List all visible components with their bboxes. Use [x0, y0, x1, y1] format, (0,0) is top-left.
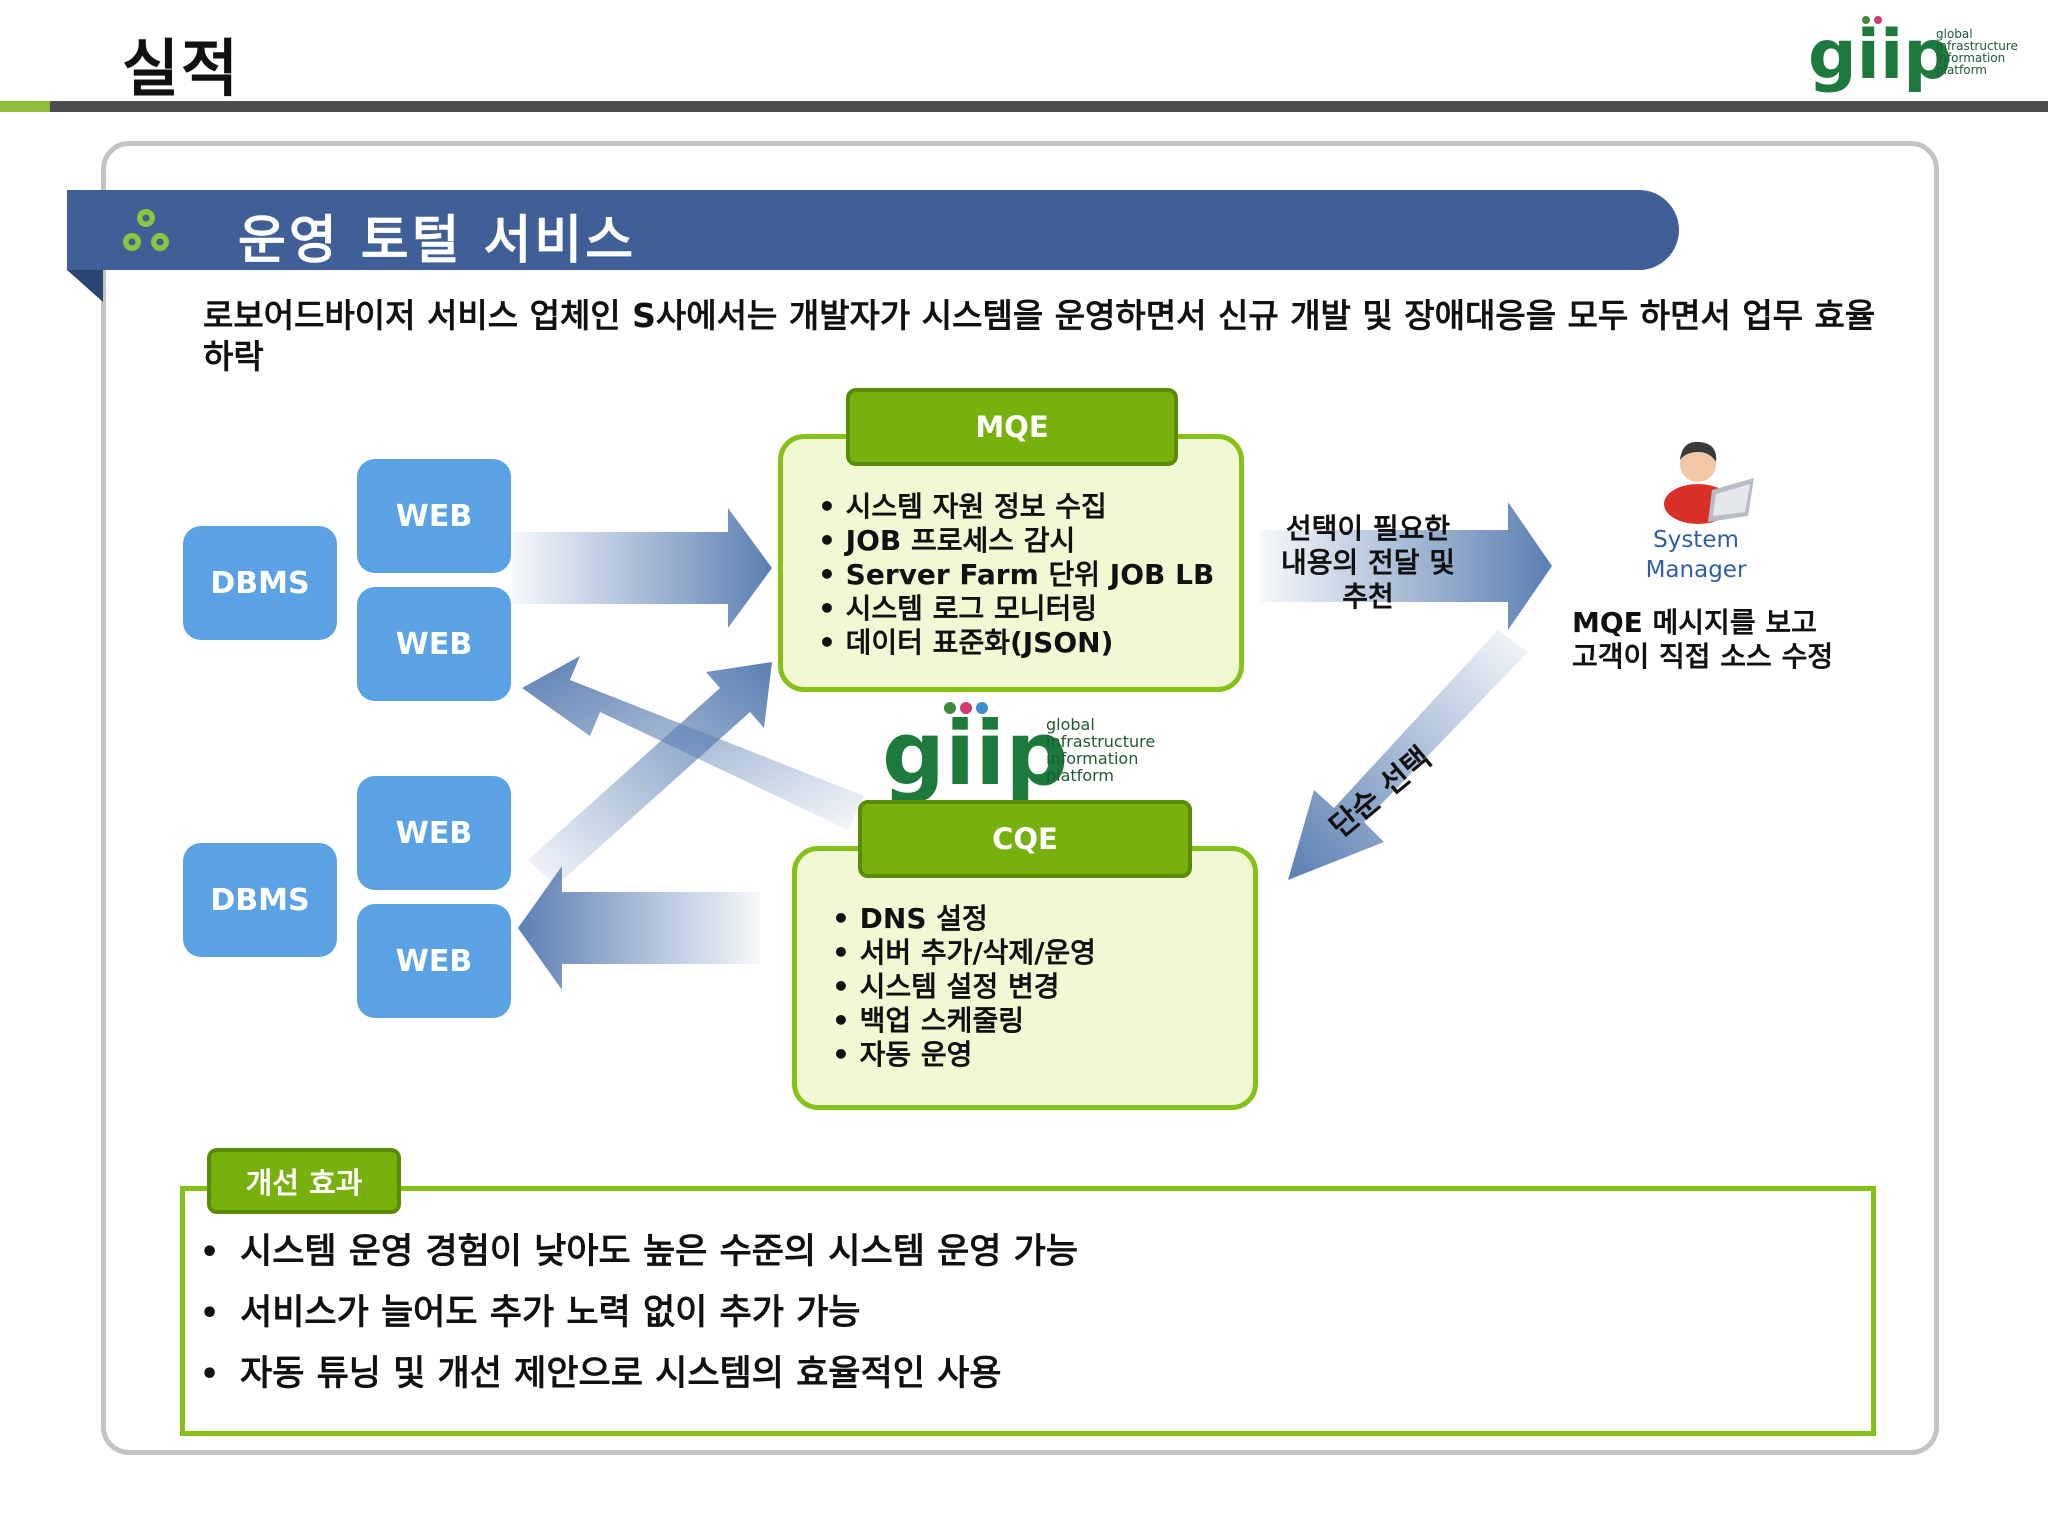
dbms-box-top: DBMS	[183, 526, 337, 640]
header-rule-accent	[0, 101, 50, 112]
mqe-feature-item: 시스템 로그 모니터링	[818, 592, 1214, 626]
mqe-feature-item: JOB 프로세스 감시	[818, 524, 1214, 558]
dbms-box-bottom: DBMS	[183, 843, 337, 957]
effect-tab: 개선 효과	[207, 1148, 401, 1214]
content-frame	[101, 141, 1939, 1455]
section-banner	[67, 190, 1679, 270]
logo-dot-icon	[1874, 16, 1882, 24]
effect-list: 시스템 운영 경험이 낮아도 높은 수준의 시스템 운영 가능 서비스가 늘어도…	[200, 1222, 1078, 1405]
page-title: 실적	[122, 32, 241, 105]
mqe-note-line: 고객이 직접 소스 수정	[1572, 640, 1834, 673]
logo-tagline-3: information	[1936, 51, 2005, 65]
web-box-1: WEB	[357, 459, 511, 573]
logo-tagline-3: information	[1046, 749, 1138, 768]
giip-logo: giip global infrastructure information p…	[1808, 16, 2018, 94]
mqe-note-line: MQE 메시지를 보고	[1572, 606, 1817, 639]
logo-tagline-1: global	[1046, 715, 1095, 734]
logo-tagline-2: infrastructure	[1936, 39, 2018, 53]
selective-delivery-line: 내용의 전달 및	[1280, 546, 1456, 579]
cqe-feature-item: DNS 설정	[832, 902, 1096, 936]
cqe-tab: CQE	[858, 800, 1192, 878]
cqe-feature-item: 자동 운영	[832, 1038, 1096, 1072]
web-box-3: WEB	[357, 776, 511, 890]
logo-tagline-2: infrastructure	[1046, 732, 1155, 751]
effect-item: 자동 튜닝 및 개선 제안으로 시스템의 효율적인 사용	[200, 1344, 1078, 1405]
mqe-tab: MQE	[846, 388, 1178, 466]
logo-mark: giip	[1808, 16, 1952, 94]
section-title: 운영 토털 서비스	[238, 211, 637, 271]
mqe-feature-item: 시스템 자원 정보 수집	[818, 490, 1214, 524]
effect-item: 시스템 운영 경험이 낮아도 높은 수준의 시스템 운영 가능	[200, 1222, 1078, 1283]
selective-delivery-line: 선택이 필요한	[1285, 512, 1451, 545]
web-box-4: WEB	[357, 904, 511, 1018]
mqe-feature-item: Server Farm 단위 JOB LB	[818, 558, 1215, 592]
mqe-features: 시스템 자원 정보 수집 JOB 프로세스 감시 Server Farm 단위 …	[818, 490, 1215, 660]
giip-logo-center: giip global infrastructure information p…	[882, 702, 1155, 800]
logo-dot-icon	[944, 702, 956, 714]
web-box-2: WEB	[357, 587, 511, 701]
logo-tagline-4: platform	[1046, 766, 1114, 785]
system-manager-icon	[1664, 441, 1754, 524]
gear-icon	[123, 209, 169, 251]
system-manager-label: System Manager	[1596, 525, 1796, 585]
cqe-features: DNS 설정 서버 추가/삭제/운영 시스템 설정 변경 백업 스케줄링 자동 …	[832, 902, 1096, 1072]
logo-dot-icon	[1862, 16, 1870, 24]
system-manager-line: System	[1653, 527, 1739, 553]
logo-mark: giip	[882, 702, 1068, 800]
cqe-feature-item: 백업 스케줄링	[832, 1004, 1096, 1038]
logo-dot-icon	[976, 702, 988, 714]
logo-dot-icon	[960, 702, 972, 714]
selective-delivery-line: 추천	[1342, 580, 1394, 613]
mqe-note: MQE 메시지를 보고 고객이 직접 소스 수정	[1572, 606, 1833, 674]
cqe-feature-item: 시스템 설정 변경	[832, 970, 1096, 1004]
header-rule	[50, 101, 2048, 112]
selective-delivery-label: 선택이 필요한 내용의 전달 및 추천	[1248, 512, 1488, 614]
banner-fold	[67, 270, 103, 302]
logo-tagline-4: platform	[1936, 63, 1987, 77]
mqe-feature-item: 데이터 표준화(JSON)	[818, 626, 1214, 660]
cqe-feature-item: 서버 추가/삭제/운영	[832, 936, 1096, 970]
logo-tagline-1: global	[1936, 27, 1973, 41]
system-manager-line: Manager	[1645, 557, 1747, 583]
intro-text: 로보어드바이저 서비스 업체인 S사에서는 개발자가 시스템을 운영하면서 신규…	[203, 296, 1876, 376]
effect-item: 서비스가 늘어도 추가 노력 없이 추가 가능	[200, 1283, 1078, 1344]
